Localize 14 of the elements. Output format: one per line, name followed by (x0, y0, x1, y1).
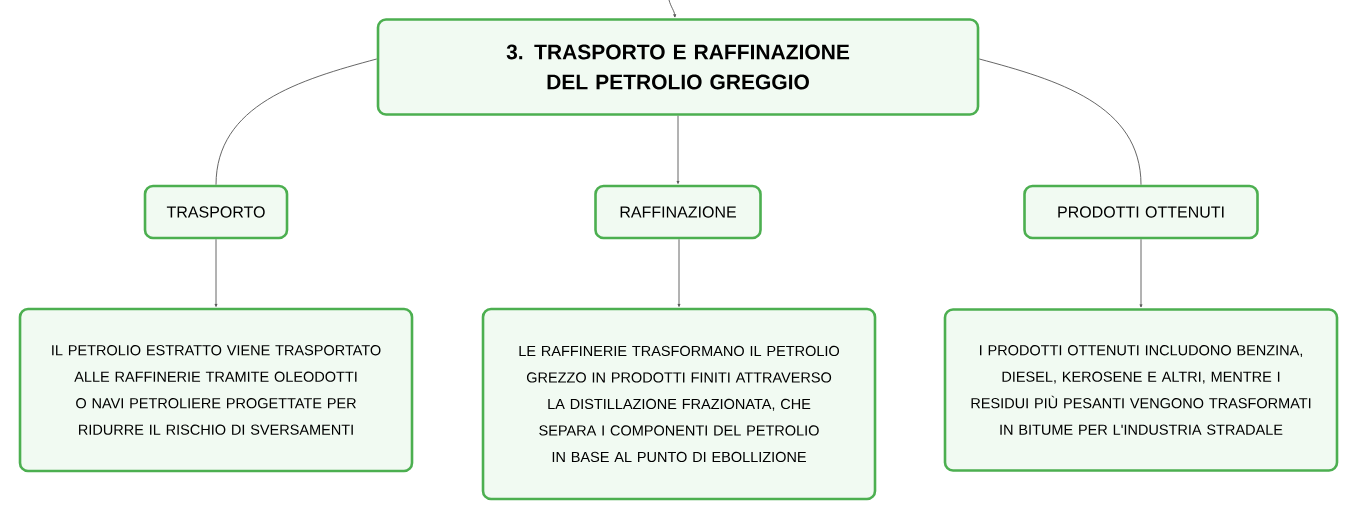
topic-box: TRASPORTO (143, 184, 289, 240)
connector (668, 0, 677, 18)
connector (215, 58, 378, 186)
topic-box: PRODOTTI OTTENUTI (1023, 184, 1259, 240)
title-box: 3. TRASPORTO E RAFFINAZIONE DEL PETROLIO GREGGIO (376, 18, 980, 116)
connector (676, 115, 680, 184)
description-box: LE RAFFINERIE TRASFORMANO IL PETROLIO GREZZO IN PRODOTTI FINITI ATTRAVERSO LA DISTILLAZIONE FRAZIONATA, CHE SEPARA I COMPONENTI DEL PETROLIO IN BASE AL PUNTO DI EBOLLIZIONE (481, 307, 877, 501)
description-box: IL PETROLIO ESTRATTO VIENE TRASPORTATO ALLE RAFFINERIE TRAMITE OLEODOTTI O NAVI PETROLIERE PROGETTATE PER RIDURRE IL RISCHIO DI SVERSAMENTI (18, 307, 414, 473)
topic-box: RAFFINAZIONE (594, 184, 762, 240)
connector (1139, 238, 1143, 308)
connector (978, 58, 1142, 186)
description-box: I PRODOTTI OTTENUTI INCLUDONO BENZINA, DIESEL, KEROSENE E ALTRI, MENTRE I RESIDUI PIÙ PESANTI VENGONO TRASFORMATI IN BITUME PER L'INDUSTRIA STRADALE (943, 308, 1339, 472)
connector (677, 238, 681, 307)
connector (214, 238, 218, 307)
